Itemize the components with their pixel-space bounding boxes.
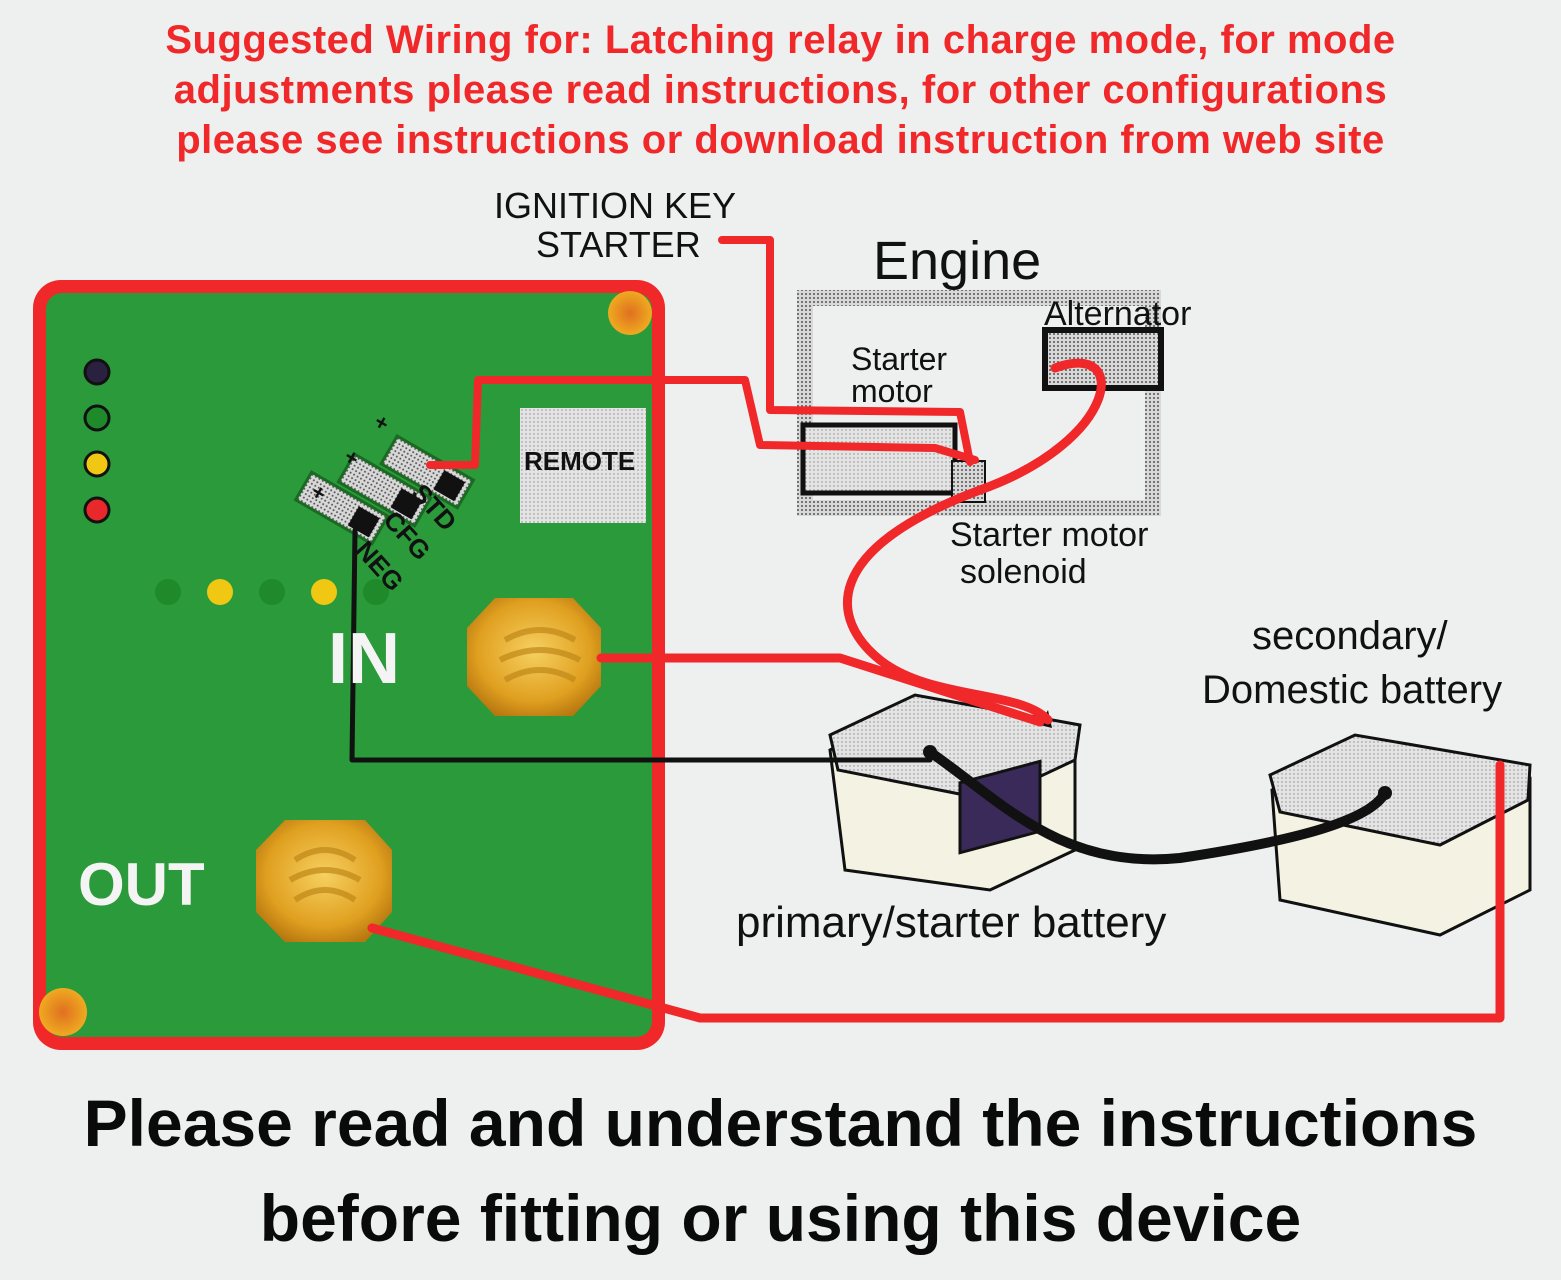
mount-hole-bottom-left [39, 988, 87, 1036]
ignition-label-line2: STARTER [536, 224, 701, 265]
solenoid-label-line2: solenoid [960, 553, 1087, 591]
engine-outline [797, 290, 1161, 516]
status-led [83, 450, 111, 478]
wires [349, 236, 1505, 1023]
board-surface [46, 293, 652, 1037]
starter-motor-label-line1: Starter [851, 341, 948, 377]
status-led [83, 358, 111, 386]
secondary-battery-label-line1: secondary/ [1252, 614, 1448, 658]
indicator-dot [363, 579, 389, 605]
out-wire [367, 760, 1505, 1023]
header-line-3: please see instructions or download inst… [176, 118, 1385, 162]
indicator-dot [311, 579, 337, 605]
engine-block [797, 290, 1164, 516]
starter-motor-label-line2: motor [851, 373, 933, 409]
terminal-std [379, 433, 476, 510]
engine-label: Engine [873, 231, 1042, 291]
indicator-dot [259, 579, 285, 605]
status-led [83, 404, 111, 432]
indicator-dots [155, 579, 389, 605]
out-label: OUT [78, 851, 205, 918]
solenoid-label-line1: Starter motor [950, 516, 1149, 554]
status-led [83, 496, 111, 524]
link-wire [925, 747, 1390, 865]
remote-label: REMOTE [524, 446, 636, 476]
footer-line-2: before fitting or using this device [259, 1181, 1302, 1255]
in-label: IN [328, 619, 400, 699]
secondary-battery-label-line2: Domestic battery [1202, 668, 1503, 712]
header-line-2: adjustments please read instructions, fo… [173, 68, 1388, 112]
indicator-dot [207, 579, 233, 605]
relay-board [33, 280, 665, 1050]
mount-hole-top-right [608, 291, 652, 335]
remote-box [520, 408, 646, 523]
in-terminal [467, 598, 601, 716]
footer-line-1: Please read and understand the instructi… [83, 1086, 1478, 1160]
std-wire [426, 376, 979, 469]
secondary-battery [1268, 733, 1532, 937]
out-terminal [256, 820, 392, 942]
alternator-label: Alternator [1044, 295, 1192, 333]
in-wire [596, 653, 1045, 727]
indicator-dot [155, 579, 181, 605]
ignition-wire [718, 236, 974, 466]
primary-battery-label: primary/starter battery [736, 898, 1167, 947]
terminal-cfg [336, 452, 433, 528]
starter-motor-box [800, 422, 958, 496]
status-leds [83, 358, 111, 524]
neg-wire [349, 527, 933, 763]
header-line-1: Suggested Wiring for: Latching relay in … [165, 18, 1396, 62]
ignition-label-line1: IGNITION KEY [494, 185, 737, 226]
